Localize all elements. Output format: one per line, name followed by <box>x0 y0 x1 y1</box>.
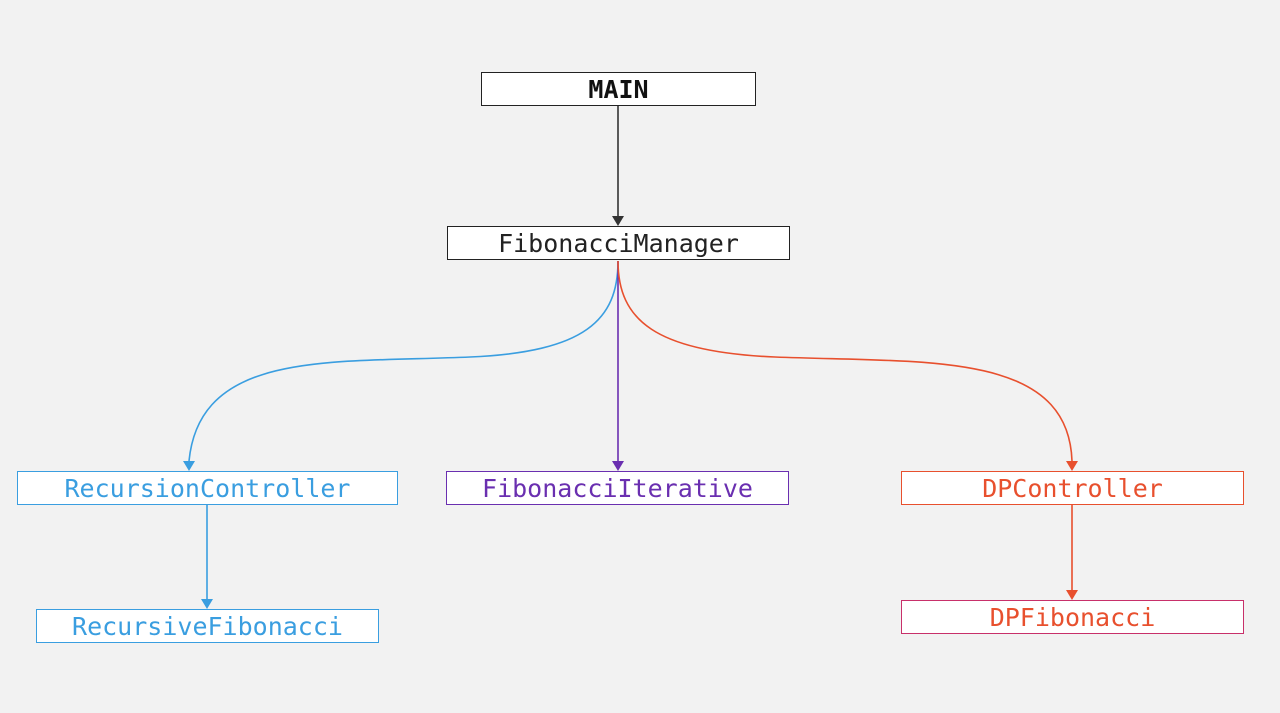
arrowhead-dp-controller <box>1066 461 1078 471</box>
node-dp-fibonacci: DPFibonacci <box>901 600 1244 634</box>
arrowhead-recursion-controller <box>183 461 195 471</box>
node-recursion-controller-label: RecursionController <box>64 473 351 503</box>
node-fibonacci-manager: FibonacciManager <box>447 226 790 260</box>
node-fibonacci-manager-label: FibonacciManager <box>498 228 739 258</box>
arrowhead-manager <box>612 216 624 226</box>
arrowhead-fibonacci-iterative <box>612 461 624 471</box>
node-recursive-fibonacci: RecursiveFibonacci <box>36 609 379 643</box>
edge-manager-to-recursion-controller <box>188 260 619 462</box>
node-dp-controller-label: DPController <box>982 473 1163 503</box>
node-dp-controller: DPController <box>901 471 1244 505</box>
node-main-label: MAIN <box>588 74 649 104</box>
node-recursive-fibonacci-label: RecursiveFibonacci <box>72 611 343 641</box>
node-dp-fibonacci-label: DPFibonacci <box>989 602 1156 632</box>
arrowhead-recursive-fibonacci <box>201 599 213 609</box>
arrowhead-dp-fibonacci <box>1066 590 1078 600</box>
node-main: MAIN <box>481 72 756 106</box>
node-fibonacci-iterative: FibonacciIterative <box>446 471 789 505</box>
edge-manager-to-dp-controller <box>617 260 1073 462</box>
node-fibonacci-iterative-label: FibonacciIterative <box>482 473 753 503</box>
node-recursion-controller: RecursionController <box>17 471 398 505</box>
